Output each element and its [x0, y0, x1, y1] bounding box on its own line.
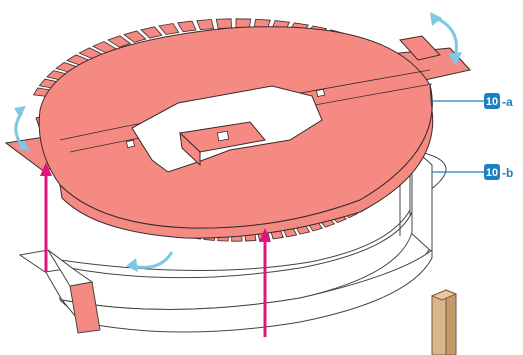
lid-tooth: [141, 27, 162, 38]
lid-tooth: [124, 31, 146, 42]
lid-tooth: [178, 21, 196, 32]
lid-tooth: [216, 19, 231, 29]
callout-10b-suffix: -b: [502, 166, 513, 180]
wooden-stick: [432, 290, 456, 355]
callout-10a: 10 -a: [430, 93, 513, 109]
callout-10b-number: 10: [486, 167, 498, 179]
callout-10a-number: 10: [486, 96, 498, 108]
rotate-arrow-bottom: [132, 252, 172, 267]
lid-tooth: [197, 20, 214, 30]
lid-tooth: [159, 24, 179, 35]
callout-10a-suffix: -a: [502, 95, 513, 109]
